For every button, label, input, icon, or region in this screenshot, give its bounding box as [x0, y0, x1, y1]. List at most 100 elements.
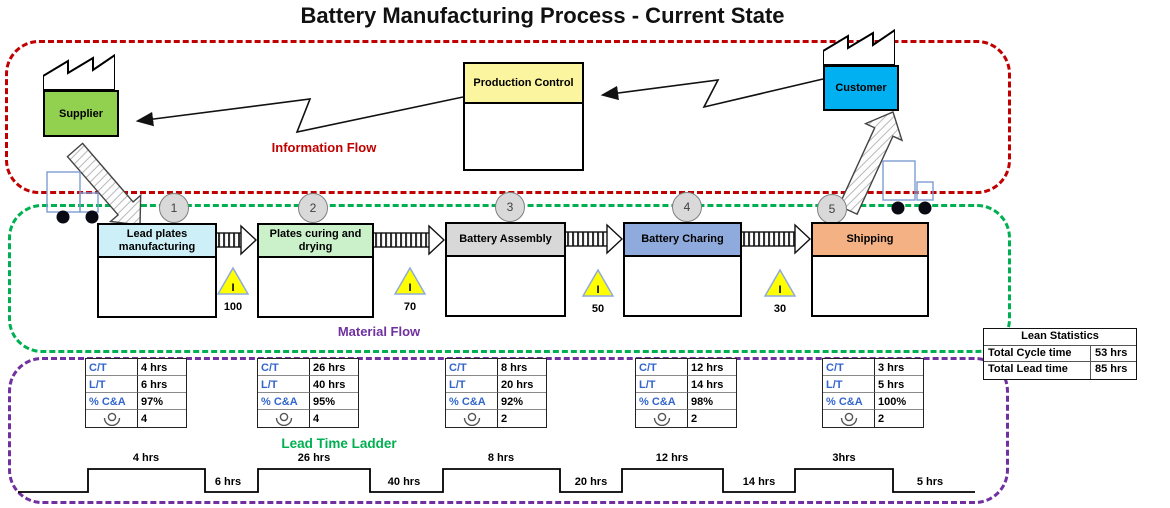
lt-value: 14 hrs [688, 376, 736, 393]
lt-label: L/T [86, 376, 138, 393]
step-circle-3: 3 [495, 192, 525, 222]
lt-value: 6 hrs [138, 376, 186, 393]
svg-text:I: I [778, 284, 781, 296]
ca-label: % C&A [446, 393, 498, 410]
ct-label: C/T [636, 359, 688, 376]
operator-count: 2 [691, 413, 698, 425]
push-arrow-icon [562, 223, 623, 255]
customer-shipment-arrow-icon [837, 111, 904, 216]
process-header: Plates curing and drying [259, 225, 372, 258]
ladder-top-value: 26 hrs [297, 452, 331, 464]
operator-count: 4 [313, 413, 320, 425]
customer-label: Customer [835, 82, 887, 94]
ladder-bottom-value: 5 hrs [916, 476, 944, 488]
svg-text:I: I [231, 282, 234, 294]
ca-label: % C&A [823, 393, 875, 410]
ladder-bottom-value: 6 hrs [214, 476, 242, 488]
process-box-shipping: Shipping [811, 222, 929, 317]
lead-time-ladder-label: Lead Time Ladder [281, 436, 397, 451]
lean-statistics-table: Lean Statistics Total Cycle time 53 hrs … [983, 328, 1137, 380]
operator-icon [636, 410, 688, 427]
ca-value: 100% [875, 393, 923, 410]
operator-count: 4 [141, 413, 148, 425]
customer-box: Customer [823, 65, 899, 111]
production-control-box: Production Control [463, 62, 584, 171]
step-circle-4: 4 [672, 192, 702, 222]
ca-value: 92% [498, 393, 546, 410]
step-circle-5: 5 [817, 194, 847, 224]
info-zigzag-arrow-pc-to-supplier [135, 96, 464, 134]
customer-truck-icon [882, 160, 934, 215]
step-circle-2: 2 [298, 193, 328, 223]
push-arrow-icon [213, 224, 257, 256]
ca-label: % C&A [258, 393, 310, 410]
stat-label: Total Lead time [988, 363, 1068, 375]
process-header: Battery Assembly [447, 224, 564, 257]
info-zigzag-arrow-customer-to-pc [600, 78, 824, 109]
process-header: Battery Charing [625, 224, 740, 257]
inventory-triangle-icon: I [217, 266, 249, 295]
process-body [813, 257, 927, 315]
inventory-count: 70 [403, 301, 417, 313]
lt-label: L/T [823, 376, 875, 393]
svg-text:I: I [408, 282, 411, 294]
process-header: Lead plates manufacturing [99, 225, 215, 258]
inventory-triangle-icon: I [582, 268, 614, 297]
inventory-triangle-icon: I [394, 266, 426, 295]
process-body [99, 258, 215, 316]
supplier-factory-icon [43, 54, 115, 91]
lt-value: 5 hrs [875, 376, 923, 393]
ladder-top-value: 12 hrs [655, 452, 689, 464]
ca-value: 97% [138, 393, 186, 410]
operator-icon [86, 410, 138, 427]
lt-label: L/T [258, 376, 310, 393]
ct-label: C/T [258, 359, 310, 376]
stat-value: 85 hrs [1090, 362, 1136, 379]
ct-label: C/T [446, 359, 498, 376]
operator-icon [823, 410, 875, 427]
ca-label: % C&A [636, 393, 688, 410]
information-flow-label: Information Flow [271, 140, 377, 155]
ct-value: 3 hrs [875, 359, 923, 376]
production-control-header: Production Control [465, 64, 582, 104]
inventory-count: 30 [773, 303, 787, 315]
inventory-triangle-icon: I [764, 268, 796, 297]
supplier-label: Supplier [58, 107, 103, 120]
lead-time-ladder-line [18, 468, 975, 493]
operator-icon [258, 410, 310, 427]
process-box-battery-charing: Battery Charing [623, 222, 742, 317]
process-header: Shipping [813, 224, 927, 257]
stat-label: Total Cycle time [984, 346, 1090, 362]
process-body [259, 258, 372, 316]
customer-factory-icon [823, 29, 895, 66]
inventory-count: 50 [591, 303, 605, 315]
lt-label: L/T [636, 376, 688, 393]
ladder-top-value: 8 hrs [487, 452, 515, 464]
supplier-shipment-arrow-icon [66, 142, 142, 226]
supplier-box: Supplier [43, 90, 119, 137]
process-body [625, 257, 740, 315]
process-body [447, 257, 564, 315]
production-control-label: Production Control [473, 77, 574, 89]
operator-count: 2 [878, 413, 885, 425]
lt-value: 20 hrs [498, 376, 546, 393]
ct-value: 4 hrs [138, 359, 186, 376]
operator-icon [446, 410, 498, 427]
lt-value: 40 hrs [310, 376, 358, 393]
step-circle-1: 1 [159, 193, 189, 223]
supplier-truck-icon [46, 171, 99, 224]
ct-value: 26 hrs [310, 359, 358, 376]
operator-count: 2 [501, 413, 508, 425]
ladder-bottom-value: 40 hrs [387, 476, 421, 488]
lt-label: L/T [446, 376, 498, 393]
lean-statistics-title: Lean Statistics [984, 329, 1136, 346]
material-flow-label: Material Flow [337, 324, 421, 339]
ct-label: C/T [86, 359, 138, 376]
page-title: Battery Manufacturing Process - Current … [300, 3, 785, 28]
process-box-plates-curing: Plates curing and drying [257, 223, 374, 318]
process-box-battery-assembly: Battery Assembly [445, 222, 566, 317]
